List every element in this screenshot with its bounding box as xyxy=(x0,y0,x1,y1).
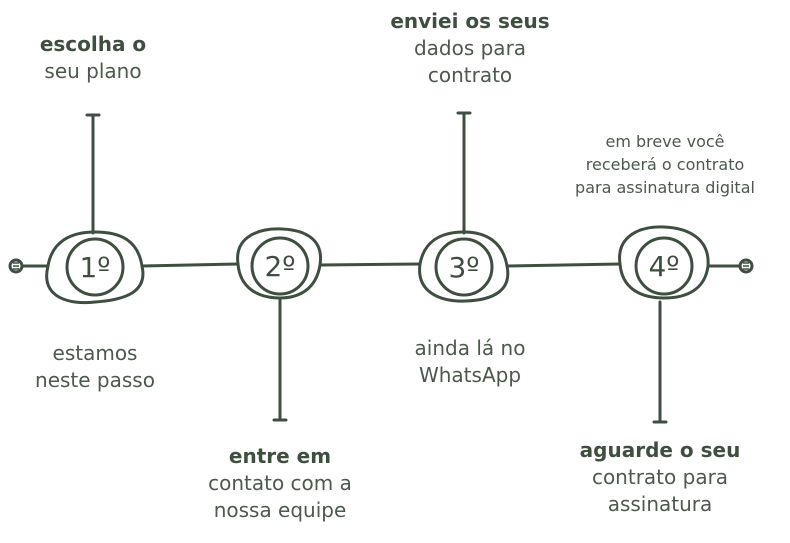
step-3-below-line-1: ainda lá no xyxy=(414,336,526,360)
step-2-stem xyxy=(272,298,288,422)
step-1-text-line-1: seu plano xyxy=(44,59,142,83)
step-1-below-line-2: neste passo xyxy=(35,368,155,392)
step-1-status: estamos neste passo xyxy=(10,340,180,394)
step-3-text-line-1: dados para xyxy=(413,36,527,60)
step-2-text-line-1: contato com a xyxy=(208,471,352,495)
step-3-outer-ring xyxy=(418,230,510,303)
step-3-text-line-2: contrato xyxy=(427,63,513,87)
step-1-circle xyxy=(65,237,125,297)
step-2-outer-ring xyxy=(236,227,323,300)
step-4-stem xyxy=(652,300,668,424)
step-4-title: aguarde o seu contrato para assinatura xyxy=(565,437,755,518)
step-4-outer-ring xyxy=(618,225,710,300)
step-4-bold: aguarde o seu xyxy=(579,438,741,462)
step-4-text-line-2: assinatura xyxy=(607,492,713,516)
step-2-bold: entre em xyxy=(228,444,332,468)
step-4-number: 4º xyxy=(648,250,679,283)
step-3-circle xyxy=(434,237,494,297)
step-4-circle xyxy=(634,236,694,296)
step-2-number: 2º xyxy=(264,250,295,283)
step-3-bold: enviei os seus xyxy=(390,9,550,33)
step-3-stem xyxy=(456,111,472,235)
step-3-status: ainda lá no WhatsApp xyxy=(380,335,560,389)
step-1-number: 1º xyxy=(79,251,110,284)
step-3-number: 3º xyxy=(448,251,479,284)
step-2-circle xyxy=(250,236,310,296)
step-3-title: enviei os seus dados para contrato xyxy=(370,8,570,89)
step-1-bold: escolha o xyxy=(39,32,147,56)
timeline-line xyxy=(20,262,742,268)
step-1-outer-ring xyxy=(45,230,145,305)
start-marker-icon xyxy=(8,258,24,274)
step-1-title: escolha o seu plano xyxy=(13,31,173,85)
step-1-stem xyxy=(85,113,101,235)
step-4-note-line-1: em breve você xyxy=(605,132,725,151)
end-marker-icon xyxy=(738,258,754,274)
step-1-below-line-1: estamos xyxy=(52,341,138,365)
step-4-text-line-1: contrato para xyxy=(591,465,729,489)
step-3-below-line-2: WhatsApp xyxy=(418,363,522,387)
step-2-title: entre em contato com a nossa equipe xyxy=(180,443,380,524)
step-4-note: em breve você receberá o contrato para a… xyxy=(548,130,782,199)
step-4-note-line-3: para assinatura digital xyxy=(575,178,755,197)
step-4-note-line-2: receberá o contrato xyxy=(585,155,745,174)
step-2-text-line-2: nossa equipe xyxy=(213,498,347,522)
